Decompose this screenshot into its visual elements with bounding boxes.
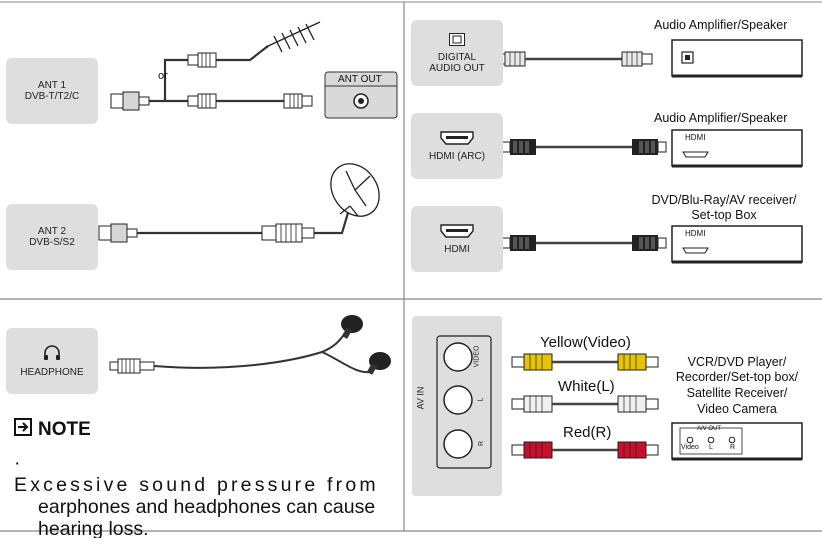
hdmi-plug-left-arc bbox=[501, 138, 537, 156]
vcr-label-line2: Recorder/Set-top box/ bbox=[675, 370, 799, 384]
digital-audio-device-label: Audio Amplifier/Speaker bbox=[654, 18, 788, 32]
optical-plug-right bbox=[621, 51, 653, 67]
av-jack-r bbox=[443, 429, 473, 459]
hdmi-plug-right-arc bbox=[631, 138, 667, 156]
vcr-device bbox=[671, 422, 803, 461]
rf-connector-antout bbox=[283, 93, 313, 109]
note-line-3: hearing loss. bbox=[38, 518, 149, 538]
headphone-icon bbox=[43, 344, 61, 364]
audio-amplifier-device-1 bbox=[671, 39, 803, 78]
ant1-plug bbox=[110, 91, 150, 111]
earbud-left-icon bbox=[341, 315, 363, 339]
ant2-port-box: ANT 2 DVB-S/S2 bbox=[6, 204, 98, 270]
earbud-right-icon bbox=[366, 352, 391, 375]
hdmi-port-icon bbox=[440, 223, 474, 241]
hdmi-device-label-line1: DVD/Blu-Ray/AV receiver/ bbox=[651, 193, 797, 207]
hdmi-plug-right bbox=[631, 234, 667, 252]
note-line-2: earphones and headphones can cause bbox=[38, 496, 376, 518]
cable-yellow-label: Yellow(Video) bbox=[540, 334, 631, 351]
av-in-label: AV IN bbox=[415, 386, 426, 410]
vcr-video-label: Video bbox=[681, 444, 699, 451]
ant2-label-line2: DVB-S/S2 bbox=[29, 237, 75, 248]
vcr-label-line1: VCR/DVD Player/ bbox=[687, 355, 787, 369]
hdmi-port-icon bbox=[440, 130, 474, 148]
note-heading: NOTE bbox=[14, 418, 91, 442]
av-jack-video bbox=[443, 342, 473, 372]
hdmi-plug-left bbox=[501, 234, 537, 252]
rf-connector-upper bbox=[187, 52, 217, 68]
ant2-plug bbox=[98, 223, 138, 243]
optical-port-icon bbox=[449, 32, 465, 49]
vcr-r-label: R bbox=[730, 444, 736, 451]
headphone-port-box: HEADPHONE bbox=[6, 328, 98, 394]
or-label: or bbox=[158, 70, 168, 82]
cable-white-label: White(L) bbox=[558, 378, 615, 395]
ant2-label-line1: ANT 2 bbox=[37, 226, 67, 237]
hdmi-arc-device-label: Audio Amplifier/Speaker bbox=[654, 111, 788, 125]
rca-cable-red bbox=[511, 441, 659, 459]
vcr-av-out-label: A/V OUT bbox=[697, 426, 722, 432]
digital-audio-label-line2: AUDIO OUT bbox=[429, 62, 485, 74]
vcr-label-line4: Video Camera bbox=[697, 402, 777, 416]
vcr-label-line3: Satellite Receiver/ bbox=[686, 386, 788, 400]
av-jack-l-label: L bbox=[477, 397, 485, 402]
note-bullet: · bbox=[14, 452, 21, 474]
audio-amplifier-device-2 bbox=[671, 129, 803, 168]
hdmi-arc-label: HDMI (ARC) bbox=[428, 150, 486, 162]
hdmi-device-label-line2: Set-top Box bbox=[691, 208, 757, 222]
av-jack-video-label: VIDEO bbox=[473, 345, 481, 368]
ant1-label-line2: DVB-T/T2/C bbox=[24, 91, 80, 102]
ant-out-label: ANT OUT bbox=[338, 74, 382, 85]
hdmi-device-port-label: HDMI bbox=[685, 229, 706, 238]
aerial-antenna-icon bbox=[265, 21, 321, 53]
av-jack-l bbox=[443, 385, 473, 415]
note-title: NOTE bbox=[38, 419, 91, 440]
vcr-l-label: L bbox=[709, 444, 713, 451]
headphone-plug bbox=[109, 358, 155, 374]
f-connector bbox=[261, 223, 315, 243]
hdmi-label: HDMI bbox=[444, 243, 470, 255]
av-jack-r-label: R bbox=[478, 440, 486, 447]
dvd-settop-device bbox=[671, 225, 803, 264]
hdmi-arc-device-port-label: HDMI bbox=[685, 133, 706, 142]
rf-connector-lower bbox=[187, 93, 217, 109]
ant1-port-box: ANT 1 DVB-T/T2/C bbox=[6, 58, 98, 124]
note-text: ·Excessive sound pressure from earphones… bbox=[14, 452, 394, 538]
note-arrow-icon bbox=[14, 418, 32, 442]
satellite-dish-icon bbox=[330, 163, 380, 217]
hdmi-arc-port-box: HDMI (ARC) bbox=[411, 113, 503, 179]
headphone-label: HEADPHONE bbox=[20, 366, 84, 378]
digital-audio-port-box: DIGITAL AUDIO OUT bbox=[411, 20, 503, 86]
digital-audio-label-line1: DIGITAL bbox=[437, 51, 477, 63]
hdmi-port-box: HDMI bbox=[411, 206, 503, 272]
rca-cable-white bbox=[511, 395, 659, 413]
rca-cable-yellow bbox=[511, 353, 659, 371]
ant1-label-line1: ANT 1 bbox=[37, 80, 67, 91]
cable-red-label: Red(R) bbox=[563, 424, 612, 441]
note-line-1: Excessive sound pressure from bbox=[14, 474, 379, 496]
